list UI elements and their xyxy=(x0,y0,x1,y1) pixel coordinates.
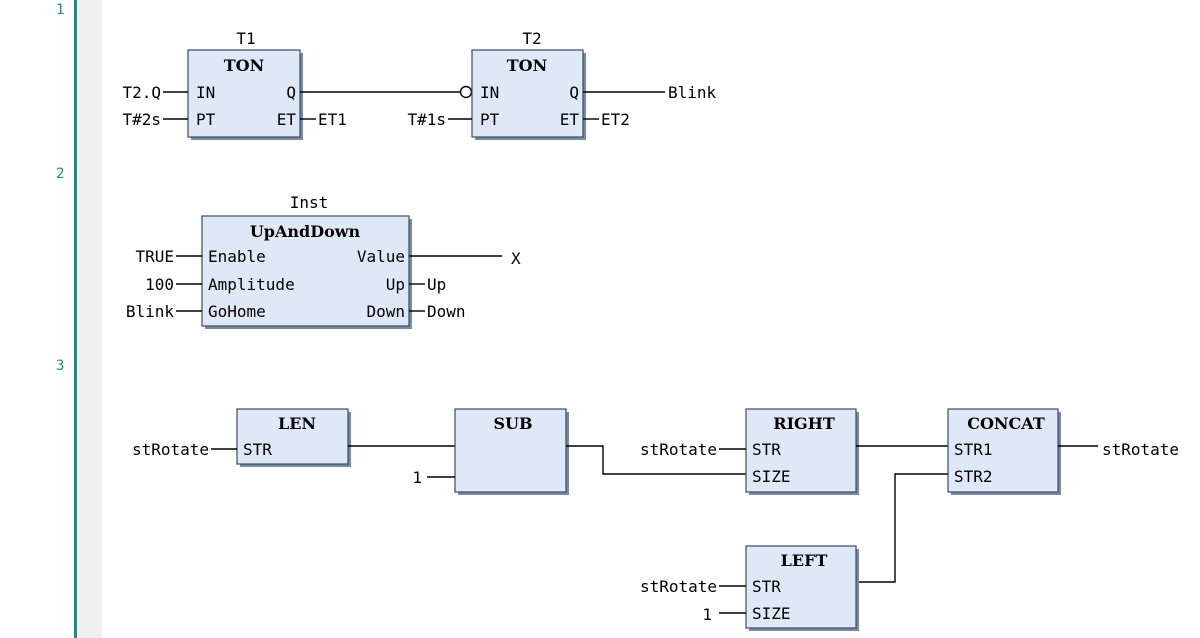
t1-pin-in: IN xyxy=(196,83,215,102)
updown-arg-amplitude[interactable]: 100 xyxy=(145,275,174,294)
network-2: Inst UpAndDown Enable Amplitude GoHome V… xyxy=(126,193,521,329)
t1-instance-name[interactable]: T1 xyxy=(236,29,255,48)
len-type: LEN xyxy=(278,414,316,433)
concat-res[interactable]: stRotate xyxy=(1102,440,1179,459)
t2-out-q[interactable]: Blink xyxy=(668,83,717,102)
updown-pin-enable: Enable xyxy=(208,247,266,266)
t1-arg-pt[interactable]: T#2s xyxy=(122,110,161,129)
t2-pin-q: Q xyxy=(569,83,579,102)
len-block[interactable] xyxy=(236,408,349,465)
t1-pin-q: Q xyxy=(286,83,296,102)
updown-pin-down: Down xyxy=(366,302,405,321)
left-pin-size: SIZE xyxy=(752,604,791,623)
updown-res-down[interactable]: Down xyxy=(427,302,466,321)
left-type: LEFT xyxy=(781,551,828,570)
updown-pin-gohome: GoHome xyxy=(208,302,266,321)
updown-res-value[interactable]: X xyxy=(511,249,521,268)
updown-arg-enable[interactable]: TRUE xyxy=(135,247,174,266)
updown-pin-amplitude: Amplitude xyxy=(208,275,295,294)
t1-out-et[interactable]: ET1 xyxy=(318,110,347,129)
network-3: LEN STR stRotate SUB 1 RIGHT STR SIZE st… xyxy=(132,408,1179,631)
sub-arg-2[interactable]: 1 xyxy=(412,468,422,487)
left-block[interactable] xyxy=(745,545,857,629)
t2-pin-in: IN xyxy=(480,83,499,102)
right-block[interactable] xyxy=(745,408,857,493)
concat-type: CONCAT xyxy=(967,414,1045,433)
updown-block[interactable] xyxy=(201,215,410,327)
t1-arg-in[interactable]: T2.Q xyxy=(122,83,161,102)
updown-type: UpAndDown xyxy=(250,222,361,241)
network-number-3[interactable]: 3 xyxy=(56,358,65,374)
left-pin-str: STR xyxy=(752,577,781,596)
t2-arg-pt[interactable]: T#1s xyxy=(407,110,446,129)
negation-circle[interactable] xyxy=(459,85,473,99)
network-number-2[interactable]: 2 xyxy=(56,166,65,182)
updown-pin-value: Value xyxy=(357,247,405,266)
t1-pin-et: ET xyxy=(277,110,297,129)
t2-pin-et: ET xyxy=(560,110,580,129)
gutter-divider xyxy=(74,0,77,638)
right-pin-size: SIZE xyxy=(752,467,791,486)
concat-pin-str1: STR1 xyxy=(954,440,993,459)
sub-type: SUB xyxy=(493,414,532,433)
t1-pin-pt: PT xyxy=(196,110,216,129)
updown-arg-gohome[interactable]: Blink xyxy=(126,302,175,321)
right-type: RIGHT xyxy=(773,414,835,433)
t2-block[interactable] xyxy=(471,49,584,138)
sub-block[interactable] xyxy=(454,408,567,493)
t1-block[interactable] xyxy=(187,49,301,138)
right-arg-str[interactable]: stRotate xyxy=(640,440,717,459)
t2-type: TON xyxy=(507,56,547,75)
len-arg-str[interactable]: stRotate xyxy=(132,440,209,459)
line-number-gutter xyxy=(0,0,76,638)
left-arg-size[interactable]: 1 xyxy=(702,605,712,624)
left-arg-str[interactable]: stRotate xyxy=(640,577,717,596)
left-to-concat-wire[interactable] xyxy=(856,473,948,583)
t2-out-et[interactable]: ET2 xyxy=(601,110,630,129)
concat-pin-str2: STR2 xyxy=(954,467,993,486)
updown-instance-name[interactable]: Inst xyxy=(290,193,329,212)
concat-block[interactable] xyxy=(947,408,1059,493)
right-pin-str: STR xyxy=(752,440,781,459)
t2-pin-pt: PT xyxy=(480,110,500,129)
network-1: T1 TON IN PT Q ET T2.Q T#2s ET1 T2 TON I… xyxy=(122,29,717,140)
network-number-1[interactable]: 1 xyxy=(56,2,65,18)
sub-to-right-size-wire[interactable] xyxy=(566,445,746,475)
t2-instance-name[interactable]: T2 xyxy=(522,29,541,48)
updown-pin-up: Up xyxy=(386,275,405,294)
network-margin xyxy=(78,0,102,638)
t1-type: TON xyxy=(224,56,264,75)
updown-res-up[interactable]: Up xyxy=(427,275,446,294)
len-pin-str: STR xyxy=(243,440,272,459)
